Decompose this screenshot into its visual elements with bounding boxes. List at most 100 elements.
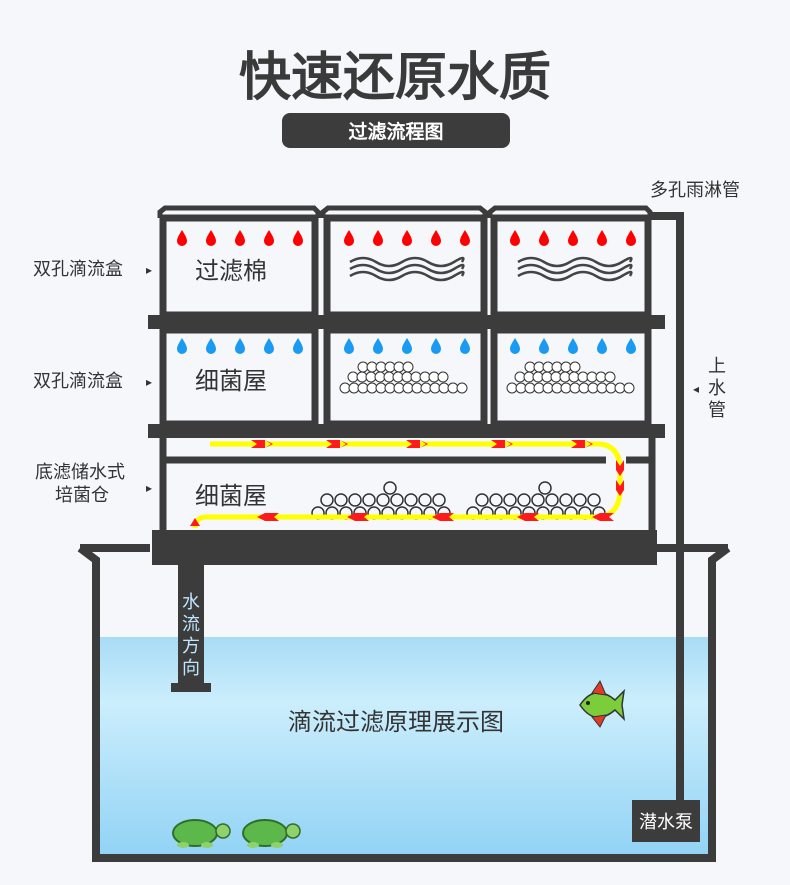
water-drop-icon [402,338,412,354]
water-drop-icon [402,230,412,246]
ceramic-ring [573,493,587,507]
ceramic-ring [376,493,390,507]
subtitle: 过滤流程图 [348,120,443,143]
flow-arrow-icon [251,440,273,448]
pointer-icon: ◂ [693,382,699,396]
ceramic-ring [559,493,573,507]
water-drop-icon [626,230,636,246]
shelf-mid [148,424,665,438]
water-drop-icon [568,338,578,354]
ceramic-ring [503,493,517,507]
flow-arrow-icon [432,513,454,521]
filter-cotton-label: 过滤棉 [195,257,267,285]
ceramic-ring [390,493,404,507]
flow-direction-4: 向 [182,658,200,679]
ceramic-ring [475,493,489,507]
filter-cotton-waves [348,256,633,282]
water-drop-icon [373,230,383,246]
water-drop-icon [460,338,470,354]
bottom-bin [159,438,656,530]
water-drop-icon [235,230,245,246]
water-drop-icon [264,338,274,354]
ceramic-ring [404,493,418,507]
flow-arrow-icon [592,513,614,521]
inlet-pipe-label-2: 水 [708,378,726,399]
base-slab [152,530,657,565]
outlet-flange [171,683,211,692]
bio-ball [623,382,635,394]
bio-ball [437,371,449,383]
pump-label: 潜水泵 [639,812,693,833]
flow-arrow-icon [406,440,428,448]
ceramic-ring [517,493,531,507]
water-drop-icon [431,338,441,354]
water-drop-icon [177,230,187,246]
page-title: 快速还原水质 [239,48,551,108]
water-drop-icon [431,230,441,246]
ceramic-ring [348,493,362,507]
aquarium-tank [77,544,731,862]
flow-arrow-icon [190,518,200,526]
ceramic-ring [538,481,552,495]
ceramic-ring [545,493,559,507]
ceramic-ring [587,493,601,507]
water-drop-icon [293,338,303,354]
bio-ball [604,371,616,383]
inlet-pipe [650,212,684,805]
flow-arrow-icon [571,440,593,448]
flow-direction-3: 方 [182,636,200,657]
bottom-bin-label-1: 底滤储水式 [35,462,125,483]
flow-arrow-icon [616,480,624,496]
inlet-pipe-label-1: 上 [708,356,726,377]
water-drop-icon [597,338,607,354]
filter-media [311,361,635,520]
flow-arrow-icon [326,440,348,448]
rain-pipe-label: 多孔雨淋管 [650,180,740,201]
ceramic-ring [432,493,446,507]
water-drop-icon [293,230,303,246]
turtle-icon [172,819,231,848]
water-drop-icon [344,338,354,354]
drip-box-label-top: 双孔滴流盒 [33,259,123,280]
ceramic-ring [531,493,545,507]
flow-arrow-icon [347,513,369,521]
water-drop-icon [510,338,520,354]
bio-ball [456,382,468,394]
submersible-pump [632,800,700,842]
water-drop-icon [539,230,549,246]
subtitle-pill [282,113,510,148]
water-drop-icon [206,230,216,246]
ceramic-ring [334,493,348,507]
water-drop-icon [510,230,520,246]
turtle-icon [242,819,301,848]
water-drop-icon [206,338,216,354]
inlet-pipe-label-3: 管 [708,400,726,421]
water-drop-icon [344,230,354,246]
drip-box-label-mid: 双孔滴流盒 [33,371,123,392]
shelf-top [148,315,665,329]
water-drop-icon [264,230,274,246]
ceramic-ring [320,493,334,507]
pointer-icon: ▸ [146,263,152,277]
bio-ball [402,361,414,373]
drip-drops [177,230,636,354]
water-drop-icon [235,338,245,354]
flow-arrow-icon [257,513,279,521]
pointer-icon: ▸ [146,375,152,389]
flow-direction-2: 流 [182,614,200,635]
water-drop-icon [460,230,470,246]
ceramic-ring [489,493,503,507]
ceramic-ring [418,493,432,507]
water-drop-icon [539,338,549,354]
pointer-icon: ▸ [146,481,152,495]
tank-caption: 滴流过滤原理展示图 [288,708,504,736]
water-drop-icon [597,230,607,246]
flow-path [190,440,624,529]
ceramic-ring [383,481,397,495]
bacteria-house-label-mid: 细菌屋 [195,367,267,395]
water-drop-icon [373,338,383,354]
flow-arrow-icon [491,440,513,448]
flow-arrow-icon [517,513,539,521]
